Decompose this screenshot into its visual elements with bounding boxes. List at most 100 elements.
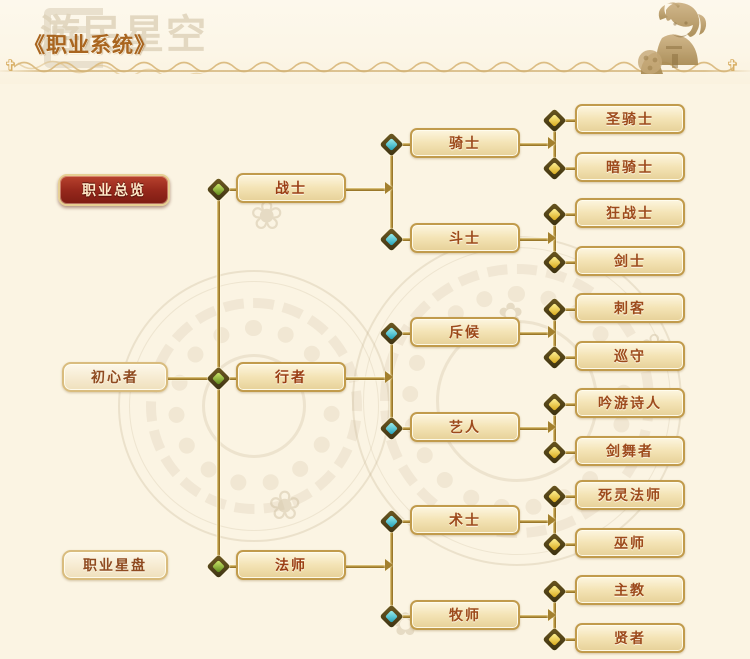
class-node-warrior[interactable]: 战士 xyxy=(236,173,346,203)
class-node-assassin[interactable]: 刺客 xyxy=(575,293,685,323)
chevron-warlock-branch-icon xyxy=(548,514,556,526)
class-node-label: 巡守 xyxy=(614,349,646,365)
wire-fighter-out xyxy=(519,238,554,241)
class-node-knight[interactable]: 骑士 xyxy=(410,128,520,158)
wire-to-sage xyxy=(555,638,577,641)
class-node-label: 斗士 xyxy=(449,231,481,247)
gem-node-bishop[interactable] xyxy=(542,579,567,604)
wire-to-necromancer xyxy=(555,495,577,498)
wire-warrior-out xyxy=(345,188,391,191)
gem-node-fighter[interactable] xyxy=(379,227,404,252)
gem-node-mage[interactable] xyxy=(206,554,231,579)
wire-traveler-out xyxy=(345,377,391,380)
wire-performer-out xyxy=(519,427,554,430)
class-node-necromancer[interactable]: 死灵法师 xyxy=(575,480,685,510)
gem-node-warlock[interactable] xyxy=(379,509,404,534)
wire-to-berserker xyxy=(555,213,577,216)
wire-to-warlock xyxy=(392,520,414,523)
wire-to-ranger xyxy=(555,356,577,359)
class-node-label: 主教 xyxy=(614,583,646,599)
class-node-sage[interactable]: 贤者 xyxy=(575,623,685,653)
wire-to-performer xyxy=(392,427,414,430)
gem-node-necromancer[interactable] xyxy=(542,484,567,509)
wire-to-darkknight xyxy=(555,167,577,170)
wire-root-to-hub xyxy=(168,377,218,380)
chevron-traveler-branch-icon xyxy=(385,371,393,383)
class-node-label: 法师 xyxy=(275,558,307,574)
class-node-ranger[interactable]: 巡守 xyxy=(575,341,685,371)
class-node-sword-dancer[interactable]: 剑舞者 xyxy=(575,436,685,466)
wire-mage-out xyxy=(345,565,391,568)
class-node-label: 剑舞者 xyxy=(606,444,654,460)
class-node-label: 术士 xyxy=(449,513,481,529)
wire-knight-out xyxy=(519,143,554,146)
class-node-fighter[interactable]: 斗士 xyxy=(410,223,520,253)
gem-node-berserker[interactable] xyxy=(542,202,567,227)
window-header: 游民星空 《职业系统》 ✞ ✞ xyxy=(0,0,750,84)
class-node-label: 死灵法师 xyxy=(598,488,662,504)
class-node-label: 战士 xyxy=(275,181,307,197)
wire-priest-out xyxy=(519,615,554,618)
gem-node-ranger[interactable] xyxy=(542,345,567,370)
gem-node-traveler[interactable] xyxy=(206,366,231,391)
wire-warlock-out xyxy=(519,520,554,523)
class-node-label: 暗骑士 xyxy=(606,160,654,176)
header-corner-ornament-left: ✞ xyxy=(4,56,18,75)
gem-node-paladin[interactable] xyxy=(542,108,567,133)
class-node-label: 巫师 xyxy=(614,536,646,552)
sidebar-item-class-overview[interactable]: 职业总览 xyxy=(58,174,170,206)
wire-to-sworddancer xyxy=(555,451,577,454)
class-node-swordsman[interactable]: 剑士 xyxy=(575,246,685,276)
wire-to-knight xyxy=(392,143,414,146)
gem-node-performer[interactable] xyxy=(379,416,404,441)
page-title: 《职业系统》 xyxy=(24,33,156,57)
wire-to-sorcerer xyxy=(555,543,577,546)
site-logo-text: 游民星空 xyxy=(40,12,208,58)
site-logo-bar xyxy=(52,26,86,33)
gem-node-priest[interactable] xyxy=(379,604,404,629)
gem-node-darkknight[interactable] xyxy=(542,156,567,181)
chevron-mage-branch-icon xyxy=(385,559,393,571)
class-node-bard[interactable]: 吟游诗人 xyxy=(575,388,685,418)
class-node-sorcerer[interactable]: 巫师 xyxy=(575,528,685,558)
class-node-priest[interactable]: 牧师 xyxy=(410,600,520,630)
class-node-dark-knight[interactable]: 暗骑士 xyxy=(575,152,685,182)
sidebar-item-label: 职业星盘 xyxy=(83,558,147,574)
sidebar-item-label: 初心者 xyxy=(91,370,139,386)
class-node-performer[interactable]: 艺人 xyxy=(410,412,520,442)
gem-node-sorcerer[interactable] xyxy=(542,532,567,557)
gem-node-sworddancer[interactable] xyxy=(542,440,567,465)
class-node-paladin[interactable]: 圣骑士 xyxy=(575,104,685,134)
wire-to-scout xyxy=(392,332,414,335)
gem-node-knight[interactable] xyxy=(379,132,404,157)
class-node-bishop[interactable]: 主教 xyxy=(575,575,685,605)
class-node-mage[interactable]: 法师 xyxy=(236,550,346,580)
class-node-scout[interactable]: 斥候 xyxy=(410,317,520,347)
sidebar-item-class-astrolabe[interactable]: 职业星盘 xyxy=(62,550,168,580)
gem-node-assassin[interactable] xyxy=(542,297,567,322)
wire-scout-out xyxy=(519,332,554,335)
gem-node-bard[interactable] xyxy=(542,392,567,417)
chevron-priest-branch-icon xyxy=(548,609,556,621)
class-node-label: 吟游诗人 xyxy=(598,396,662,412)
chevron-scout-branch-icon xyxy=(548,326,556,338)
class-node-warlock[interactable]: 术士 xyxy=(410,505,520,535)
gem-node-scout[interactable] xyxy=(379,321,404,346)
class-node-label: 斥候 xyxy=(449,325,481,341)
gem-node-warrior[interactable] xyxy=(206,177,231,202)
class-node-berserker[interactable]: 狂战士 xyxy=(575,198,685,228)
class-node-traveler[interactable]: 行者 xyxy=(236,362,346,392)
wire-to-bishop xyxy=(555,590,577,593)
class-node-label: 剑士 xyxy=(614,254,646,270)
sidebar-item-beginner[interactable]: 初心者 xyxy=(62,362,168,392)
gem-node-swordsman[interactable] xyxy=(542,250,567,275)
class-node-label: 贤者 xyxy=(614,631,646,647)
wire-to-priest xyxy=(392,615,414,618)
wire-to-assassin xyxy=(555,308,577,311)
header-vine-ornament xyxy=(14,56,736,74)
chevron-fighter-branch-icon xyxy=(548,232,556,244)
gem-node-sage[interactable] xyxy=(542,627,567,652)
class-node-label: 骑士 xyxy=(449,136,481,152)
